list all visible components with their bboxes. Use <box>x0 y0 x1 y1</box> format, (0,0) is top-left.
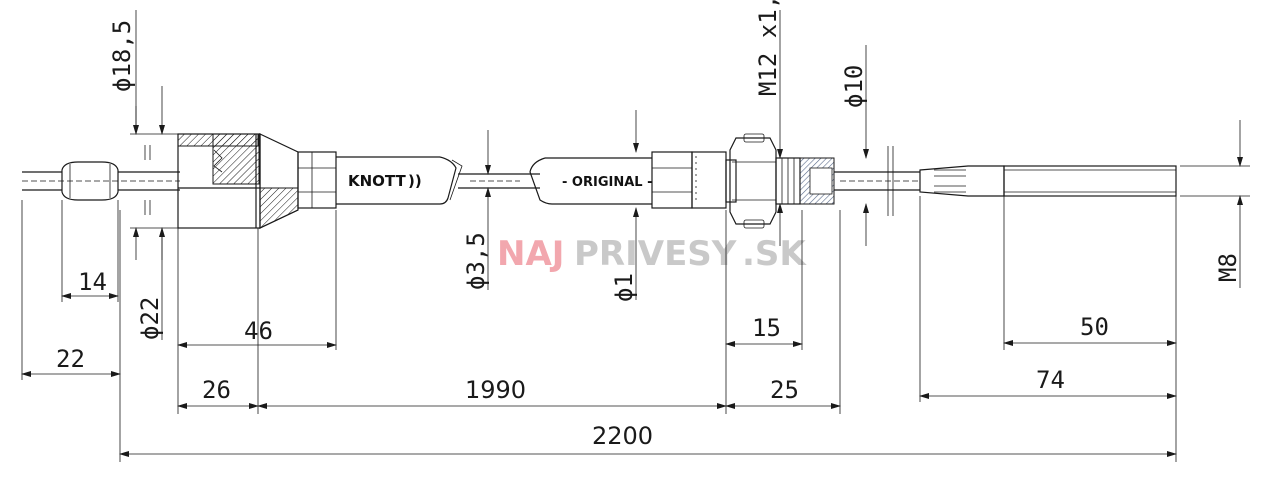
dimension-labels: 14 22 46 26 1990 15 25 50 74 2200 ϕ18,5 … <box>56 0 1242 450</box>
right-end-rod <box>919 165 1177 197</box>
dim-2200: 2200 <box>592 422 653 450</box>
dim-46: 46 <box>244 317 273 345</box>
inner-cable <box>458 173 540 189</box>
right-wire <box>834 146 920 216</box>
watermark-part-2: PRIVESY <box>574 234 737 274</box>
dim-phi-3-5: ϕ3,5 <box>462 232 490 290</box>
dim-phi-10: ϕ10 <box>840 65 868 108</box>
dim-phi-1: ϕ1 <box>610 273 638 302</box>
dimension-lines <box>21 10 1250 462</box>
right-fitting <box>651 151 727 209</box>
dim-phi-18-5: ϕ18,5 <box>108 20 136 92</box>
left-cable-end <box>22 161 180 201</box>
dim-22: 22 <box>56 345 85 373</box>
brand-mark: )) <box>408 172 422 190</box>
center-marks-left <box>144 145 151 215</box>
hex-nut <box>725 133 777 229</box>
dim-74: 74 <box>1036 366 1065 394</box>
dim-26: 26 <box>202 376 231 404</box>
watermark: NAJ PRIVESY .SK <box>497 234 807 274</box>
original-label: - ORIGINAL - <box>562 175 652 190</box>
left-fitting <box>297 151 337 209</box>
dim-25: 25 <box>770 376 799 404</box>
sheath-left: KNOTT )) <box>336 156 463 205</box>
dim-14: 14 <box>78 268 107 296</box>
housing-body <box>177 133 299 229</box>
watermark-part-1: NAJ <box>497 234 564 274</box>
dim-15: 15 <box>752 314 781 342</box>
threaded-stud <box>775 157 835 205</box>
brand-name: KNOTT <box>348 172 407 190</box>
dim-50: 50 <box>1080 313 1109 341</box>
watermark-part-3: .SK <box>742 234 807 274</box>
dim-1990: 1990 <box>465 376 526 404</box>
dim-phi-22: ϕ22 <box>136 297 164 340</box>
dim-thread-m12: M12 x1,5 <box>754 0 782 96</box>
sheath-right: - ORIGINAL - <box>529 157 652 205</box>
dim-m8: M8 <box>1214 253 1242 282</box>
